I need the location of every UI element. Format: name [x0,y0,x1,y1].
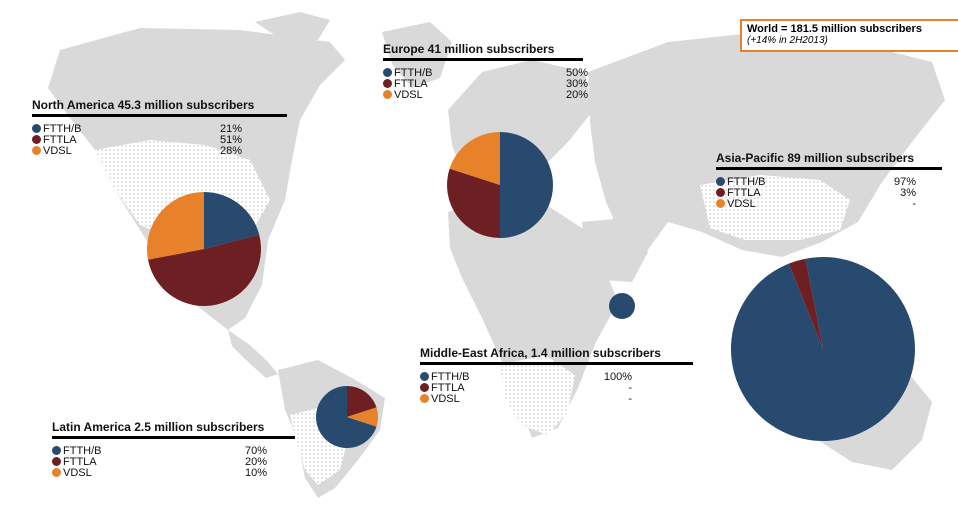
ftthb-legend-dot [383,68,392,77]
pie-slice-fttla [347,386,377,417]
legend-label: VDSL [394,89,423,101]
legend-row-vdsl: VDSL 10% [52,468,267,479]
ftthb-legend-dot [420,372,429,381]
legend-value: 100% [603,371,632,383]
ftthb-legend-dot [716,177,725,186]
legend-label: FTTLA [431,382,465,394]
region-legend: FTTH/B 100% FTTLA - VDSL - [420,372,632,405]
ftthb-legend-dot [32,124,41,133]
vdsl-legend-dot [52,468,61,477]
legend-row-vdsl: VDSL - [716,199,916,210]
legend-value: 30% [565,78,588,90]
pie-slice-fttla [148,234,262,307]
pie-slice-ftthb [204,192,260,249]
fttla-legend-dot [32,135,41,144]
legend-label: VDSL [727,198,756,210]
ftthb-legend-dot [52,446,61,455]
legend-row-fttla: FTTLA 30% [383,79,588,90]
legend-value: 70% [244,445,267,457]
legend-row-ftthb: FTTH/B 100% [420,372,632,383]
vdsl-legend-dot [32,146,41,155]
fttla-legend-dot [383,79,392,88]
legend-value: 28% [219,145,242,157]
legend-value: 97% [893,176,916,188]
legend-value: 51% [219,134,242,146]
legend-value: - [912,198,916,210]
pie-slice-vdsl [147,192,204,260]
region-asia-pacific: Asia-Pacific 89 million subscribers FTTH… [716,151,942,210]
legend-row-fttla: FTTLA 20% [52,457,267,468]
legend-label: FTTLA [43,134,77,146]
region-legend: FTTH/B 21% FTTLA 51% VDSL 28% [32,124,242,157]
legend-row-vdsl: VDSL - [420,394,632,405]
region-title: Asia-Pacific 89 million subscribers [716,151,942,170]
legend-label: VDSL [63,467,92,479]
legend-label: VDSL [431,393,460,405]
fttla-legend-dot [420,383,429,392]
world-summary-box: World = 181.5 million subscribers (+14% … [740,19,958,52]
region-legend: FTTH/B 50% FTTLA 30% VDSL 20% [383,68,588,101]
pie-slice-vdsl [449,132,500,185]
legend-label: FTTLA [394,78,428,90]
legend-value: - [628,393,632,405]
legend-value: - [628,382,632,394]
legend-label: FTTH/B [43,123,82,135]
fttla-legend-dot [52,457,61,466]
pie-slice-fttla [446,168,500,238]
region-title: Latin America 2.5 million subscribers [52,420,295,439]
pie-slice-ftthb [500,132,553,238]
legend-row-fttla: FTTLA - [420,383,632,394]
legend-label: FTTH/B [727,176,766,188]
region-legend: FTTH/B 70% FTTLA 20% VDSL 10% [52,446,267,479]
region-title: North America 45.3 million subscribers [32,98,287,117]
legend-value: 50% [565,67,588,79]
legend-value: 20% [565,89,588,101]
vdsl-legend-dot [420,394,429,403]
region-title: Europe 41 million subscribers [383,42,583,61]
legend-label: FTTH/B [394,67,433,79]
vdsl-legend-dot [716,199,725,208]
world-total-subtitle: (+14% in 2H2013) [747,35,828,46]
legend-value: 10% [244,467,267,479]
world-total-title: World = 181.5 million subscribers [747,23,922,35]
legend-label: VDSL [43,145,72,157]
legend-value: 3% [900,187,916,199]
legend-value: 21% [219,123,242,135]
region-north-america: North America 45.3 million subscribers F… [32,98,287,157]
legend-value: 20% [244,456,267,468]
legend-row-ftthb: FTTH/B 50% [383,68,588,79]
fttla-legend-dot [716,188,725,197]
legend-row-vdsl: VDSL 20% [383,90,588,101]
legend-label: FTTLA [727,187,761,199]
legend-row-vdsl: VDSL 28% [32,146,242,157]
legend-row-fttla: FTTLA 3% [716,188,916,199]
region-middle-east-africa: Middle-East Africa, 1.4 million subscrib… [420,346,693,405]
region-europe: Europe 41 million subscribers FTTH/B 50% … [383,42,588,101]
legend-label: FTTLA [63,456,97,468]
pie-slice-ftthb [315,386,377,448]
legend-row-ftthb: FTTH/B 97% [716,177,916,188]
pie-slice-fttla [788,258,823,349]
legend-row-ftthb: FTTH/B 21% [32,124,242,135]
legend-row-ftthb: FTTH/B 70% [52,446,267,457]
pie-slice-ftthb [731,256,916,441]
legend-row-fttla: FTTLA 51% [32,135,242,146]
region-title: Middle-East Africa, 1.4 million subscrib… [420,346,693,365]
region-latin-america: Latin America 2.5 million subscribers FT… [52,420,295,479]
region-legend: FTTH/B 97% FTTLA 3% VDSL - [716,177,916,210]
pie-slice-vdsl [347,407,378,427]
pie-slice-ftthb [609,293,635,319]
vdsl-legend-dot [383,90,392,99]
legend-label: FTTH/B [63,445,102,457]
legend-label: FTTH/B [431,371,470,383]
